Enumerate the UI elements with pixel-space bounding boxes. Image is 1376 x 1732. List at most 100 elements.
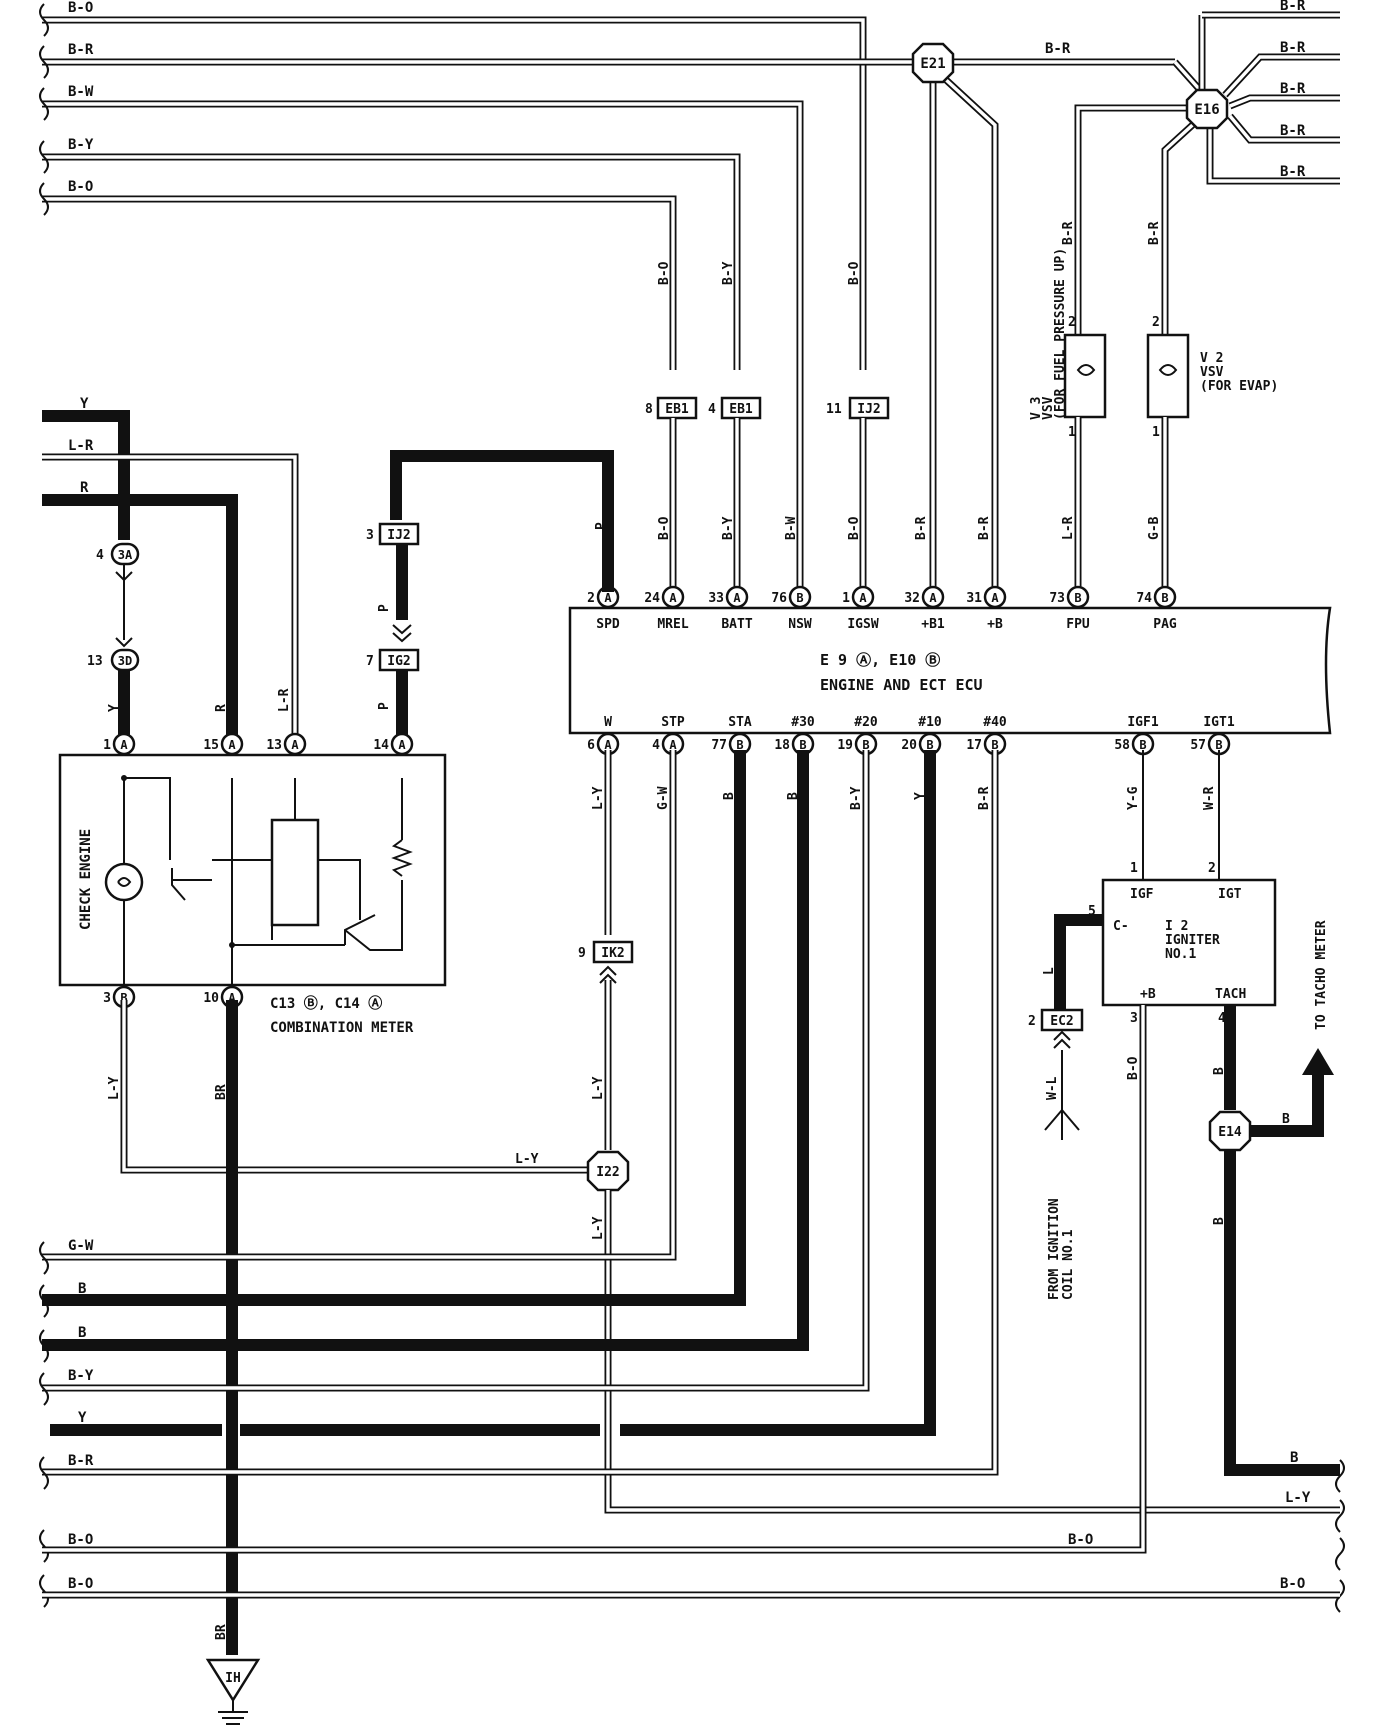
svg-text:Y: Y	[80, 396, 89, 412]
svg-text:4: 4	[708, 402, 716, 417]
svg-text:B-R: B-R	[1147, 221, 1162, 245]
svg-text:B-O: B-O	[68, 1532, 93, 1548]
svg-text:L-R: L-R	[1061, 516, 1076, 540]
svg-text:I22: I22	[596, 1165, 619, 1180]
ecu-pin: B19#20	[837, 715, 878, 756]
svg-text:B: B	[926, 738, 933, 752]
svg-text:Y: Y	[913, 792, 928, 800]
svg-text:3D: 3D	[118, 654, 132, 668]
svg-text:B: B	[1139, 738, 1146, 752]
svg-text:B: B	[1161, 591, 1168, 605]
svg-text:B: B	[722, 792, 737, 800]
svg-text:MREL: MREL	[657, 617, 688, 632]
svg-text:B-Y: B-Y	[721, 261, 736, 285]
svg-text:6: 6	[587, 738, 595, 753]
svg-text:B-Y: B-Y	[721, 516, 736, 540]
svg-text:Y-G: Y-G	[1126, 786, 1141, 810]
svg-text:74: 74	[1136, 591, 1152, 606]
svg-text:20: 20	[901, 738, 917, 753]
svg-text:B-O: B-O	[68, 179, 93, 195]
svg-text:B: B	[1282, 1112, 1290, 1127]
svg-text:C-: C-	[1113, 919, 1129, 934]
svg-text:L-Y: L-Y	[591, 786, 606, 810]
svg-text:+B: +B	[987, 617, 1003, 632]
svg-text:STA: STA	[728, 715, 752, 730]
svg-text:B-O: B-O	[657, 516, 672, 540]
connector-eb1-a: EB1 8	[645, 396, 698, 420]
svg-text:B: B	[1290, 1450, 1298, 1466]
igniter: IGF IGT C- I 2 IGNITER NO.1 +B TACH 1 2 …	[1088, 861, 1277, 1026]
svg-text:2: 2	[587, 591, 595, 606]
svg-text:B: B	[78, 1325, 86, 1341]
svg-text:1: 1	[1130, 861, 1138, 876]
svg-text:Y: Y	[107, 704, 122, 712]
svg-text:7: 7	[366, 654, 374, 669]
connector-ig2: IG2 7	[366, 648, 420, 672]
svg-text:2: 2	[1028, 1014, 1036, 1029]
svg-text:EC2: EC2	[1050, 1014, 1073, 1029]
svg-text:A: A	[604, 591, 612, 605]
svg-text:A: A	[991, 591, 999, 605]
svg-text:P: P	[594, 522, 609, 530]
combination-meter: CHECK ENGINE C13 Ⓑ, C14 Ⓐ COMBINATION ME…	[58, 753, 447, 1036]
svg-text:E21: E21	[920, 56, 945, 72]
svg-text:W: W	[604, 715, 612, 730]
svg-text:L-Y: L-Y	[591, 1076, 606, 1100]
svg-text:B: B	[120, 991, 127, 1005]
svg-text:G-W: G-W	[656, 786, 671, 810]
ecu-pin: A14	[373, 732, 414, 756]
svg-text:33: 33	[708, 591, 724, 606]
svg-text:ENGINE AND ECT ECU: ENGINE AND ECT ECU	[820, 676, 983, 694]
ecu-pin: A 31 +B	[966, 585, 1007, 632]
svg-text:B: B	[862, 738, 869, 752]
svg-text:B-O: B-O	[847, 516, 862, 540]
svg-text:31: 31	[966, 591, 982, 606]
svg-text:I 2: I 2	[1165, 919, 1188, 934]
svg-text:C13 Ⓑ, C14 Ⓐ: C13 Ⓑ, C14 Ⓐ	[270, 995, 382, 1012]
svg-text:3: 3	[366, 528, 374, 543]
ecu-box: E 9 Ⓐ, E10 Ⓑ ENGINE AND ECT ECU	[568, 606, 1332, 735]
svg-text:L-R: L-R	[277, 688, 292, 712]
svg-text:3: 3	[1130, 1011, 1138, 1026]
svg-text:R: R	[214, 704, 229, 712]
svg-text:E14: E14	[1218, 1125, 1242, 1140]
svg-text:B-W: B-W	[784, 516, 799, 540]
svg-text:E 9 Ⓐ, E10 Ⓑ: E 9 Ⓐ, E10 Ⓑ	[820, 651, 940, 669]
svg-text:B-O: B-O	[1068, 1532, 1093, 1548]
junction-i22	[586, 1150, 630, 1192]
svg-text:Y: Y	[78, 1410, 87, 1426]
svg-text:B: B	[78, 1281, 86, 1297]
svg-text:IGSW: IGSW	[847, 617, 878, 632]
svg-text:A: A	[929, 591, 937, 605]
svg-text:(FOR FUEL PRESSURE UP): (FOR FUEL PRESSURE UP)	[1053, 248, 1068, 420]
svg-text:B-R: B-R	[1280, 0, 1306, 14]
svg-text:#30: #30	[791, 715, 815, 730]
svg-text:V 2: V 2	[1200, 351, 1223, 366]
svg-text:VSV: VSV	[1041, 396, 1056, 420]
svg-text:B-R: B-R	[1280, 40, 1306, 56]
svg-text:B-R: B-R	[1045, 41, 1071, 57]
svg-text:B-R: B-R	[914, 516, 929, 540]
vsv-evap: 2 1 V 2 VSV (FOR EVAP)	[1146, 315, 1278, 592]
ecu-top-pins: A2SPDA24MRELA33BATTB76NSWA1IGSWA32+B1A31…	[587, 585, 1177, 632]
e16-wires	[1074, 11, 1340, 335]
svg-text:B: B	[1074, 591, 1081, 605]
svg-text:B-R: B-R	[1280, 81, 1306, 97]
svg-text:B-O: B-O	[1126, 1056, 1141, 1080]
ecu-pin: A15	[203, 732, 244, 756]
svg-text:B-R: B-R	[68, 1453, 94, 1469]
ecu-pin: B3	[103, 985, 136, 1009]
svg-text:COMBINATION METER: COMBINATION METER	[270, 1020, 414, 1036]
svg-text:IJ2: IJ2	[387, 528, 410, 543]
svg-text:(FOR EVAP): (FOR EVAP)	[1200, 379, 1278, 394]
svg-text:NO.1: NO.1	[1165, 947, 1196, 962]
svg-text:B-Y: B-Y	[68, 1368, 94, 1384]
svg-text:B-R: B-R	[1061, 221, 1076, 245]
svg-text:TO TACHO METER: TO TACHO METER	[1314, 920, 1329, 1030]
ecu-pin: A32+B1	[904, 585, 945, 632]
svg-text:+B: +B	[1140, 987, 1156, 1002]
